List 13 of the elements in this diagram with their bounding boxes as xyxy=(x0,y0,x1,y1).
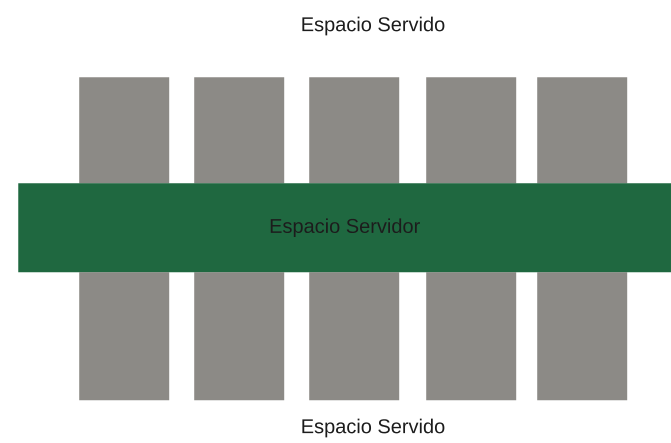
caption-label: Espacio Servido xyxy=(302,418,444,438)
column-bar xyxy=(426,272,516,400)
column-bar xyxy=(194,77,284,184)
column-bar xyxy=(537,272,628,400)
column-bar xyxy=(426,77,516,184)
column-bar xyxy=(309,272,400,400)
column-bar xyxy=(79,77,170,184)
band: Espacio Servidor xyxy=(18,183,671,272)
column-bar xyxy=(309,77,400,184)
column-bar xyxy=(194,272,284,400)
column-bar xyxy=(537,77,628,184)
caption-label: Espacio Servido xyxy=(302,16,444,36)
column-bar xyxy=(79,272,170,400)
